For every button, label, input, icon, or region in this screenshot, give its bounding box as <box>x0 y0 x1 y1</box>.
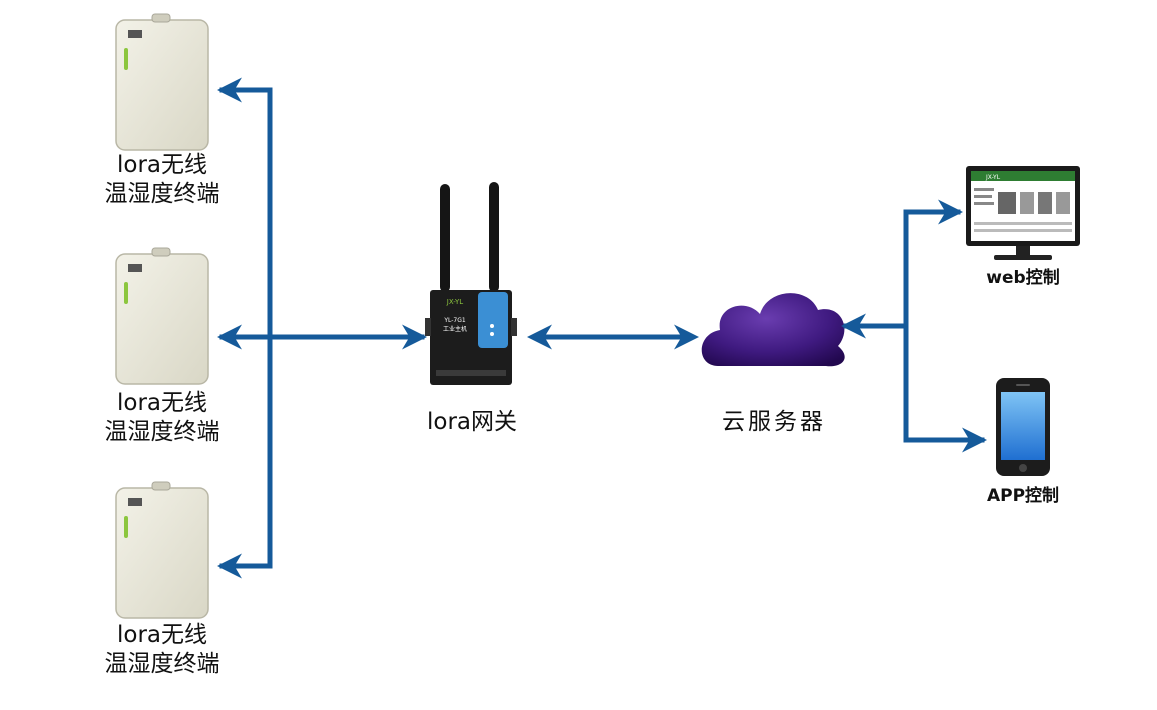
cloud-label: 云服务器 <box>722 409 826 435</box>
sensor-label: lora无线 温湿度终端 <box>72 389 252 448</box>
web-control-label: web控制 <box>986 268 1060 288</box>
sensor-label-line1: lora无线 <box>116 152 207 178</box>
sensor-device-icon <box>115 247 209 385</box>
web-brand: JX-YL <box>985 174 1001 181</box>
lora-gateway-icon: JX-YL YL-7G1 工业主机 <box>425 182 517 385</box>
sensor-label: lora无线 温湿度终端 <box>72 621 252 680</box>
monitor-icon: JX-YL <box>966 166 1080 260</box>
gateway-brand: JX-YL <box>446 298 463 306</box>
sensor-device-icon <box>115 13 209 151</box>
sensor-label-line2: 温湿度终端 <box>104 419 220 446</box>
sensor-device-icon <box>115 481 209 619</box>
gateway-model: YL-7G1 <box>443 317 466 324</box>
client-branch-arrows <box>841 199 987 453</box>
sensor-label-line2: 温湿度终端 <box>104 651 220 678</box>
app-control-label: APP控制 <box>986 486 1060 506</box>
sensor-label-line1: lora无线 <box>116 622 207 648</box>
sensor-bus-arrows <box>217 77 427 579</box>
gateway-subtitle: 工业主机 <box>443 325 467 333</box>
sensor-label-line1: lora无线 <box>116 390 207 416</box>
smartphone-icon <box>996 378 1050 476</box>
sensor-label-line2: 温湿度终端 <box>104 181 220 208</box>
sensor-label: lora无线 温湿度终端 <box>72 151 252 210</box>
gateway-label: lora网关 <box>426 409 517 435</box>
cloud-icon <box>701 293 845 367</box>
